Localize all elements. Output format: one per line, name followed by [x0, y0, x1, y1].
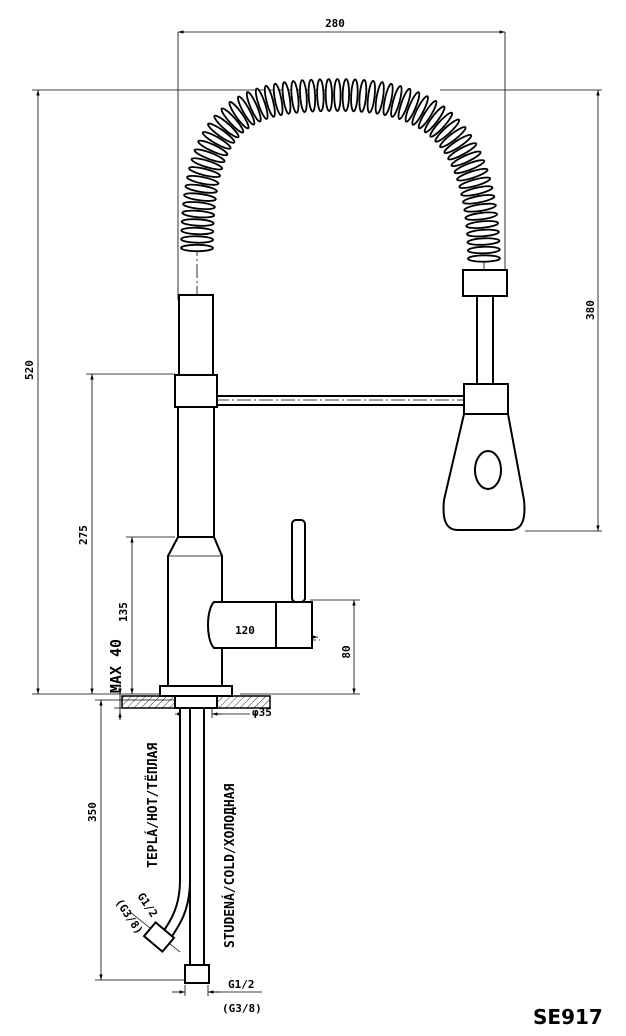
- cold-thread-label: G1/2: [228, 978, 255, 991]
- spring-coil-ring: [213, 114, 240, 139]
- dim-275: 275: [77, 525, 90, 545]
- spring-coil-ring: [443, 133, 473, 155]
- spring-coil-ring: [466, 228, 500, 238]
- spring-coil-ring: [417, 100, 438, 130]
- center-lines: [170, 94, 485, 980]
- spring-coil-ring: [183, 192, 217, 202]
- spring-coil-ring: [464, 211, 499, 221]
- spring-coil-ring: [237, 95, 256, 126]
- hot-thread-label: G1/2: [135, 890, 161, 919]
- spring-coil-ring: [358, 79, 368, 113]
- dim-phi35: φ35: [252, 706, 272, 719]
- spring-coil-ring: [272, 82, 284, 117]
- spring-coil-ring: [350, 78, 359, 113]
- spring-coil-ring: [404, 91, 421, 123]
- spring-coil-ring: [463, 202, 497, 213]
- spring-coil-ring: [390, 85, 403, 118]
- dim-380: 380: [584, 300, 597, 320]
- spring-coil-ring: [466, 237, 501, 246]
- dim-280: 280: [325, 17, 345, 30]
- spring-coil-ring: [458, 176, 492, 189]
- spring-coil-ring: [447, 142, 478, 161]
- spring-coil-ring: [180, 243, 214, 253]
- spring-coil-ring: [263, 84, 276, 118]
- spring-coil-ring: [450, 150, 482, 168]
- dim-80: 80: [340, 645, 353, 658]
- spring-coil-ring: [453, 159, 486, 175]
- spring-coil-ring: [188, 166, 222, 178]
- spring-coil-ring: [254, 87, 269, 120]
- spring-coil-ring: [180, 235, 214, 244]
- dim-120: 120: [235, 624, 255, 637]
- spring-coil-ring: [281, 81, 292, 115]
- spring-coil-ring: [316, 78, 325, 113]
- model-number: SE917: [533, 1005, 603, 1029]
- spring-coil-ring: [186, 174, 220, 186]
- spring-coil-ring: [228, 101, 250, 130]
- spring-coil-ring: [324, 78, 333, 112]
- spring-coil-ring: [245, 91, 262, 123]
- spring-coil-ring: [180, 226, 215, 236]
- supply-hoses: [142, 707, 210, 984]
- spring-coil-ring: [456, 167, 489, 182]
- spring-coil-ring: [382, 82, 394, 117]
- spring-coil-ring: [181, 209, 216, 219]
- dim-135: 135: [117, 602, 130, 622]
- spring-coil-ring: [333, 78, 342, 112]
- spring-coil-ring: [184, 183, 218, 194]
- spring-coil-ring: [466, 245, 501, 255]
- dim-520: 520: [23, 360, 36, 380]
- spring-coil-ring: [341, 78, 350, 112]
- dim-max40: MAX 40: [107, 639, 125, 693]
- cold-thread-alt-label: (G3/8): [222, 1002, 262, 1015]
- spring-coil-ring: [423, 105, 446, 134]
- spring-coil-ring: [461, 194, 496, 205]
- spring-coil-ring: [220, 107, 245, 134]
- spring-coil-ring: [465, 220, 500, 230]
- spring-coil: [178, 78, 501, 376]
- spring-coil-ring: [307, 78, 317, 113]
- spring-coil-ring: [190, 157, 224, 171]
- spring-coil-ring: [197, 139, 229, 157]
- spring-coil-ring: [429, 111, 454, 138]
- spring-coil-ring: [439, 126, 467, 149]
- spring-coil-ring: [290, 80, 300, 114]
- spring-coil-ring: [434, 118, 461, 143]
- dim-350: 350: [86, 802, 99, 822]
- faucet-body: [121, 269, 526, 709]
- spring-coil-ring: [182, 201, 216, 211]
- spring-coil-ring: [201, 131, 232, 150]
- hot-hose-label: TEPLÁ/HOT/TЁПЛАЯ: [145, 743, 161, 868]
- spring-coil-ring: [374, 81, 385, 115]
- spring-coil-ring: [411, 95, 429, 126]
- spring-coil-ring: [397, 87, 412, 120]
- spring-coil-ring: [207, 122, 236, 144]
- spring-coil-ring: [460, 185, 494, 197]
- spring-coil-ring: [180, 218, 215, 227]
- spring-coil-ring: [299, 79, 308, 114]
- spring-coil-ring: [467, 254, 501, 263]
- spring-coil-ring: [193, 148, 226, 164]
- spring-coil-ring: [366, 79, 376, 114]
- cold-hose-label: STUDENÁ/COLD/ХОЛОДНАЯ: [222, 783, 238, 948]
